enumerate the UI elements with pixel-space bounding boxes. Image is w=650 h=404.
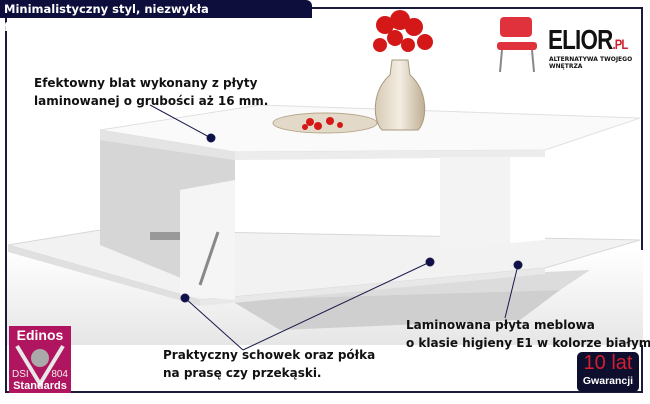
callout-storage-line2: na prasę czy przekąski. <box>163 366 322 380</box>
hinge-piston <box>198 231 220 286</box>
callout-storage-line1: Praktyczny schowek oraz półka <box>163 348 376 362</box>
callout-board-line2: o klasie higieny E1 w kolorze białym. <box>406 336 650 350</box>
callout-pointers <box>149 104 523 351</box>
decor-vase <box>374 59 426 131</box>
chair-logo-icon <box>497 17 537 73</box>
warranty-badge: 10 lat Gwarancji <box>577 352 639 392</box>
brand-tagline: ALTERNATYWA TWOJEGO WNĘTRZA <box>549 56 633 70</box>
callout-top-line2: laminowanej o grubości aż 16 mm. <box>34 94 269 108</box>
warranty-label: Gwarancji <box>582 375 634 387</box>
certificate-left: DSI <box>12 369 29 380</box>
certificate-top: Edinos <box>16 327 64 343</box>
warranty-years: 10 lat <box>583 352 633 374</box>
header-title: Minimalistyczny styl, niezwykła funkcjon… <box>0 0 312 34</box>
callout-top-line1: Efektowny blat wykonany z płyty <box>34 76 258 90</box>
brand-suffix: .PL <box>612 36 628 52</box>
red-flowers <box>373 10 433 52</box>
certificate-right: 804 <box>51 369 68 380</box>
red-berries <box>302 117 343 130</box>
edinos-certificate-badge: Edinos DSI 804 Standards <box>9 326 71 393</box>
brand-name: ELIOR.PL <box>548 24 628 56</box>
image-frame <box>5 7 643 393</box>
brand-name-main: ELIOR <box>548 24 613 55</box>
decor-plate <box>272 112 378 134</box>
storage-flap <box>180 180 235 300</box>
callout-board-line1: Laminowana płyta meblowa <box>406 318 595 332</box>
check-v-icon <box>15 344 65 388</box>
certificate-bottom: Standards <box>13 380 67 392</box>
